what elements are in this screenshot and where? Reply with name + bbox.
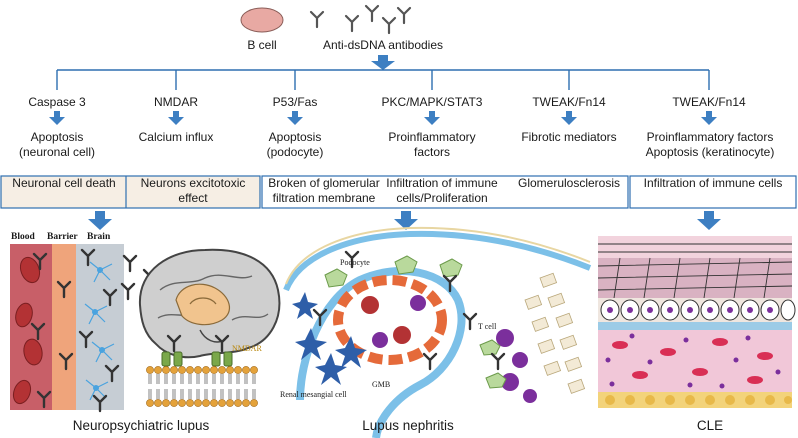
gmb-label: GMB bbox=[372, 380, 391, 389]
outcome-label-2: Neurons excitotoxic effect bbox=[140, 176, 246, 205]
antibody-cluster-icon bbox=[344, 4, 412, 35]
effect-label-2: Calcium influx bbox=[138, 130, 214, 144]
podocyte-label: Podocyte bbox=[340, 258, 370, 267]
panel-arrows bbox=[88, 211, 721, 230]
lipid-bilayer bbox=[146, 366, 258, 407]
pathway-label-3: P53/Fas bbox=[272, 95, 318, 109]
pathway-label-6: TWEAK/Fn14 bbox=[672, 95, 746, 109]
neuro-illustration bbox=[10, 244, 281, 413]
outcome-label-3: Broken of glomerular filtration membrane bbox=[268, 176, 380, 205]
barrier-label: Barrier bbox=[47, 232, 78, 242]
effect-label-5: Fibrotic mediators bbox=[521, 130, 617, 144]
nephritis-illustration bbox=[283, 226, 592, 438]
blood-label: Blood bbox=[11, 232, 35, 242]
outcome-label-4: Infiltration of immune cells/Proliferati… bbox=[386, 176, 498, 205]
cle-illustration bbox=[597, 236, 796, 408]
outcome-label-6: Infiltration of immune cells bbox=[643, 176, 783, 190]
pathway-label-2: NMDAR bbox=[154, 95, 198, 109]
pathway-label-5: TWEAK/Fn14 bbox=[532, 95, 606, 109]
nmdar-label: NMDAR bbox=[232, 344, 262, 353]
outcome-label-1: Neuronal cell death bbox=[12, 176, 116, 190]
outcome-boxes bbox=[0, 175, 797, 209]
antibody-label: Anti-dsDNA antibodies bbox=[322, 38, 444, 52]
effect-label-4: Proinflammatory factors bbox=[388, 130, 476, 159]
effect-label-1: Apoptosis (neuronal cell) bbox=[18, 130, 96, 159]
nephritis-title: Lupus nephritis bbox=[362, 418, 454, 433]
pathway-label-1: Caspase 3 bbox=[28, 95, 86, 109]
tcell-label: T cell bbox=[478, 322, 497, 331]
pathway-arrows bbox=[49, 111, 717, 125]
b-cell-label: B cell bbox=[247, 38, 277, 52]
neuro-title: Neuropsychiatric lupus bbox=[72, 418, 210, 433]
b-cell-shape bbox=[240, 7, 284, 33]
mesangial-label: Renal mesangial cell bbox=[280, 390, 347, 399]
outcome-label-5: Glomerulosclerosis bbox=[517, 176, 621, 190]
effect-label-6: Proinflammatory factors Apoptosis (kerat… bbox=[645, 130, 775, 159]
effect-label-3: Apoptosis (podocyte) bbox=[266, 130, 324, 159]
main-arrow bbox=[371, 55, 395, 70]
pathway-label-4: PKC/MAPK/STAT3 bbox=[381, 95, 483, 109]
antibody-icon bbox=[309, 10, 325, 29]
branch-lines bbox=[56, 69, 710, 90]
cle-title: CLE bbox=[696, 418, 724, 433]
brain-label: Brain bbox=[87, 232, 111, 242]
